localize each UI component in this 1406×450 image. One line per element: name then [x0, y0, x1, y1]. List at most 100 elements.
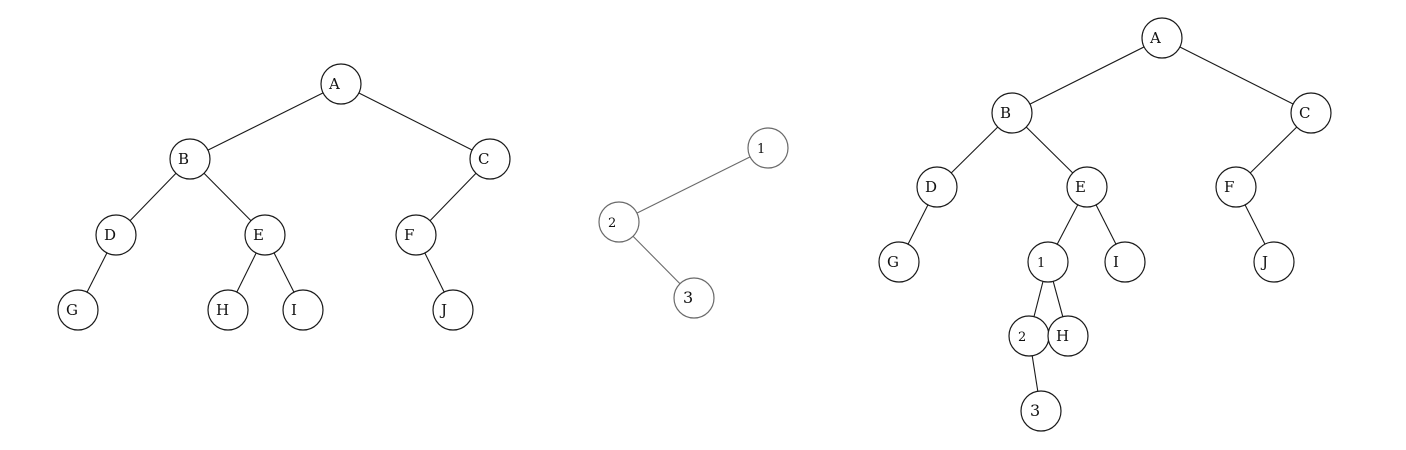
node-label: H: [1056, 327, 1069, 345]
node-circle: [916, 166, 958, 208]
tree-left-edge-E-H: [236, 252, 257, 293]
tree-right-edge-B-D: [950, 126, 999, 174]
node-circle: [432, 289, 474, 331]
node-circle: [395, 214, 437, 256]
node-circle: [1008, 315, 1050, 357]
node-label: B: [1000, 104, 1011, 122]
tree-right-node-E: E: [1066, 166, 1108, 208]
tree-right-node-2: 2: [1008, 315, 1050, 357]
node-label: F: [1224, 178, 1234, 196]
tree-left-edge-E-I: [273, 252, 295, 293]
tree-left-edge-A-B: [207, 92, 324, 151]
node-label: 2: [1018, 330, 1026, 345]
tree-left-node-I: I: [282, 289, 324, 331]
node-circle: [469, 138, 511, 180]
node-label: G: [66, 301, 78, 319]
node-label: E: [253, 226, 264, 244]
tree-left-edge-F-J: [424, 252, 445, 293]
tree-right-node-C: C: [1290, 92, 1332, 134]
tree-right-edge-E-1: [1056, 204, 1079, 245]
node-label: H: [216, 301, 229, 319]
tree-right-node-1: 1: [1027, 241, 1069, 283]
node-circle: [1047, 315, 1089, 357]
tree-right-node-J: J: [1253, 241, 1295, 283]
tree-middle-edge-1-2: [636, 156, 751, 214]
node-label: J: [439, 301, 447, 319]
node-circle: [1141, 17, 1183, 59]
tree-right-edge-C-F: [1249, 126, 1298, 174]
node-label: G: [887, 253, 899, 271]
node-label: C: [478, 150, 489, 168]
node-circle: [207, 289, 249, 331]
tree-left-edge-A-C: [358, 92, 473, 151]
tree-middle-edge-2-3: [632, 235, 681, 285]
tree-left-edge-B-E: [203, 172, 252, 222]
tree-right-node-H: H: [1047, 315, 1089, 357]
tree-left-node-E: E: [244, 214, 286, 256]
tree-right-edge-2-3: [1031, 355, 1039, 392]
tree-left-edge-C-F: [429, 172, 477, 222]
edges-layer: [86, 46, 1298, 392]
node-circle: [1215, 166, 1257, 208]
tree-right-node-I: I: [1104, 241, 1146, 283]
node-label: C: [1299, 104, 1310, 122]
tree-right-node-F: F: [1215, 166, 1257, 208]
node-circle: [282, 289, 324, 331]
node-circle: [747, 127, 789, 169]
node-circle: [1290, 92, 1332, 134]
tree-left-node-D: D: [95, 214, 137, 256]
tree-right-node-G: G: [878, 241, 920, 283]
node-label: J: [1260, 253, 1268, 271]
node-label: A: [1149, 29, 1161, 47]
node-circle: [169, 138, 211, 180]
node-circle: [598, 201, 640, 243]
tree-left-node-C: C: [469, 138, 511, 180]
tree-right-edge-E-I: [1095, 204, 1117, 245]
node-label: E: [1075, 178, 1086, 196]
tree-left-node-G: G: [57, 289, 99, 331]
node-circle: [244, 214, 286, 256]
node-label: 3: [1030, 401, 1040, 420]
node-circle: [320, 63, 362, 105]
tree-right-edge-D-G: [907, 204, 929, 245]
node-label: I: [1113, 253, 1119, 271]
node-circle: [1104, 241, 1146, 283]
tree-right-node-D: D: [916, 166, 958, 208]
node-circle: [1027, 241, 1069, 283]
node-circle: [878, 241, 920, 283]
tree-left-node-A: A: [320, 63, 362, 105]
tree-right-node-B: B: [991, 92, 1033, 134]
node-label: 1: [1037, 256, 1045, 271]
tree-right-edge-B-E: [1025, 126, 1074, 174]
tree-right-edge-1-2: [1033, 281, 1044, 317]
tree-right-node-A: A: [1141, 17, 1183, 59]
tree-right-edge-A-C: [1179, 46, 1294, 105]
tree-left-edge-D-G: [86, 252, 108, 293]
node-label: I: [291, 301, 297, 319]
tree-left-node-J: J: [432, 289, 474, 331]
tree-middle-node-1: 1: [747, 127, 789, 169]
tree-left-node-H: H: [207, 289, 249, 331]
node-circle: [991, 92, 1033, 134]
node-label: D: [925, 178, 937, 196]
node-circle: [1066, 166, 1108, 208]
node-label: 3: [683, 288, 693, 307]
tree-middle-node-3: 3: [673, 277, 715, 319]
tree-left-edge-B-D: [129, 172, 177, 222]
node-circle: [1253, 241, 1295, 283]
node-label: D: [104, 226, 116, 244]
tree-right-edge-1-H: [1052, 281, 1064, 317]
node-label: 2: [608, 216, 616, 231]
tree-middle-node-2: 2: [598, 201, 640, 243]
node-label: F: [404, 226, 414, 244]
node-label: 1: [757, 142, 765, 157]
node-label: A: [328, 75, 340, 93]
node-circle: [673, 277, 715, 319]
tree-left-node-F: F: [395, 214, 437, 256]
node-circle: [95, 214, 137, 256]
tree-right-node-3: 3: [1020, 390, 1062, 432]
node-circle: [57, 289, 99, 331]
tree-right-edge-A-B: [1029, 46, 1145, 105]
